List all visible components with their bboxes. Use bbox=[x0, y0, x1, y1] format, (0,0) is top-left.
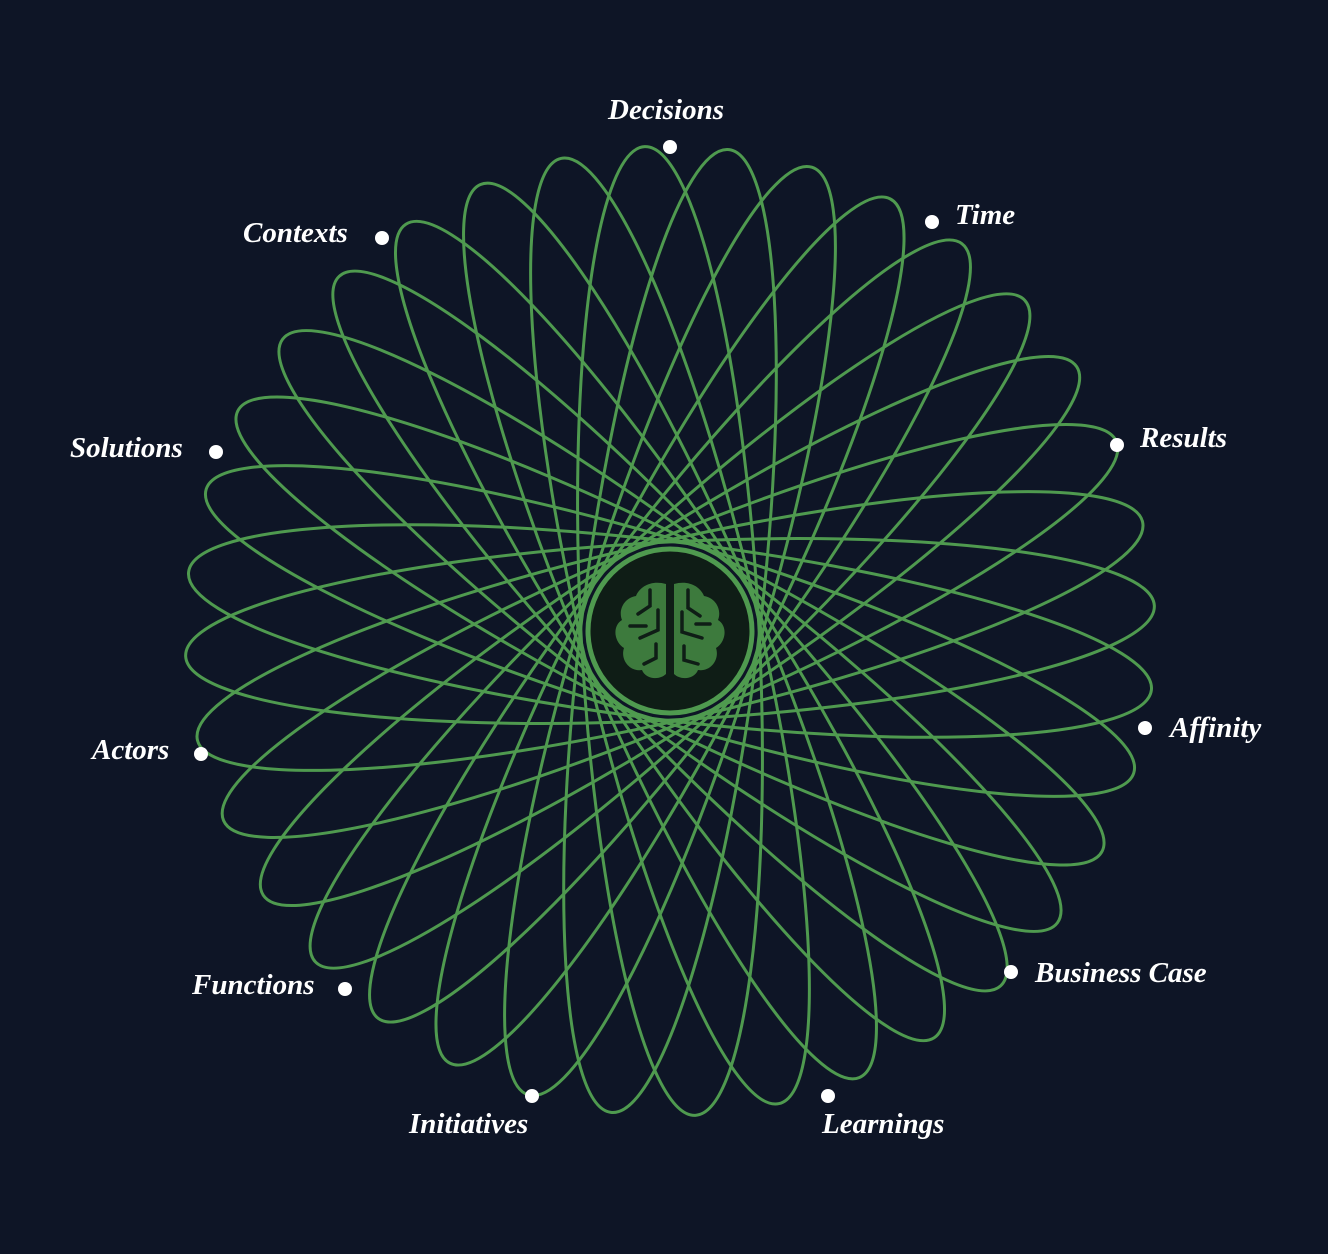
node-dot-actors bbox=[194, 747, 208, 761]
node-label-functions: Functions bbox=[192, 969, 315, 1001]
node-label-initiatives: Initiatives bbox=[409, 1108, 529, 1140]
node-label-decisions: Decisions bbox=[608, 94, 724, 126]
center-hub bbox=[585, 546, 755, 716]
brain-circuit-lines bbox=[628, 588, 712, 666]
node-dot-decisions bbox=[663, 140, 677, 154]
node-label-solutions: Solutions bbox=[70, 432, 183, 464]
node-dots bbox=[194, 140, 1152, 1103]
node-label-time: Time bbox=[955, 199, 1016, 231]
node-label-business-case: Business Case bbox=[1035, 957, 1207, 989]
node-dot-business-case bbox=[1004, 965, 1018, 979]
node-label-actors: Actors bbox=[92, 734, 170, 766]
node-dot-learnings bbox=[821, 1089, 835, 1103]
node-label-learnings: Learnings bbox=[822, 1108, 945, 1140]
node-dot-solutions bbox=[209, 445, 223, 459]
node-dot-results bbox=[1110, 438, 1124, 452]
node-label-contexts: Contexts bbox=[243, 217, 348, 249]
node-dot-contexts bbox=[375, 231, 389, 245]
node-label-affinity: Affinity bbox=[1170, 712, 1262, 744]
node-dot-initiatives bbox=[525, 1089, 539, 1103]
node-label-results: Results bbox=[1140, 422, 1228, 454]
node-dot-functions bbox=[338, 982, 352, 996]
node-dot-time bbox=[925, 215, 939, 229]
center-disc bbox=[585, 546, 755, 716]
node-dot-affinity bbox=[1138, 721, 1152, 735]
ellipse-petal bbox=[195, 490, 1145, 772]
